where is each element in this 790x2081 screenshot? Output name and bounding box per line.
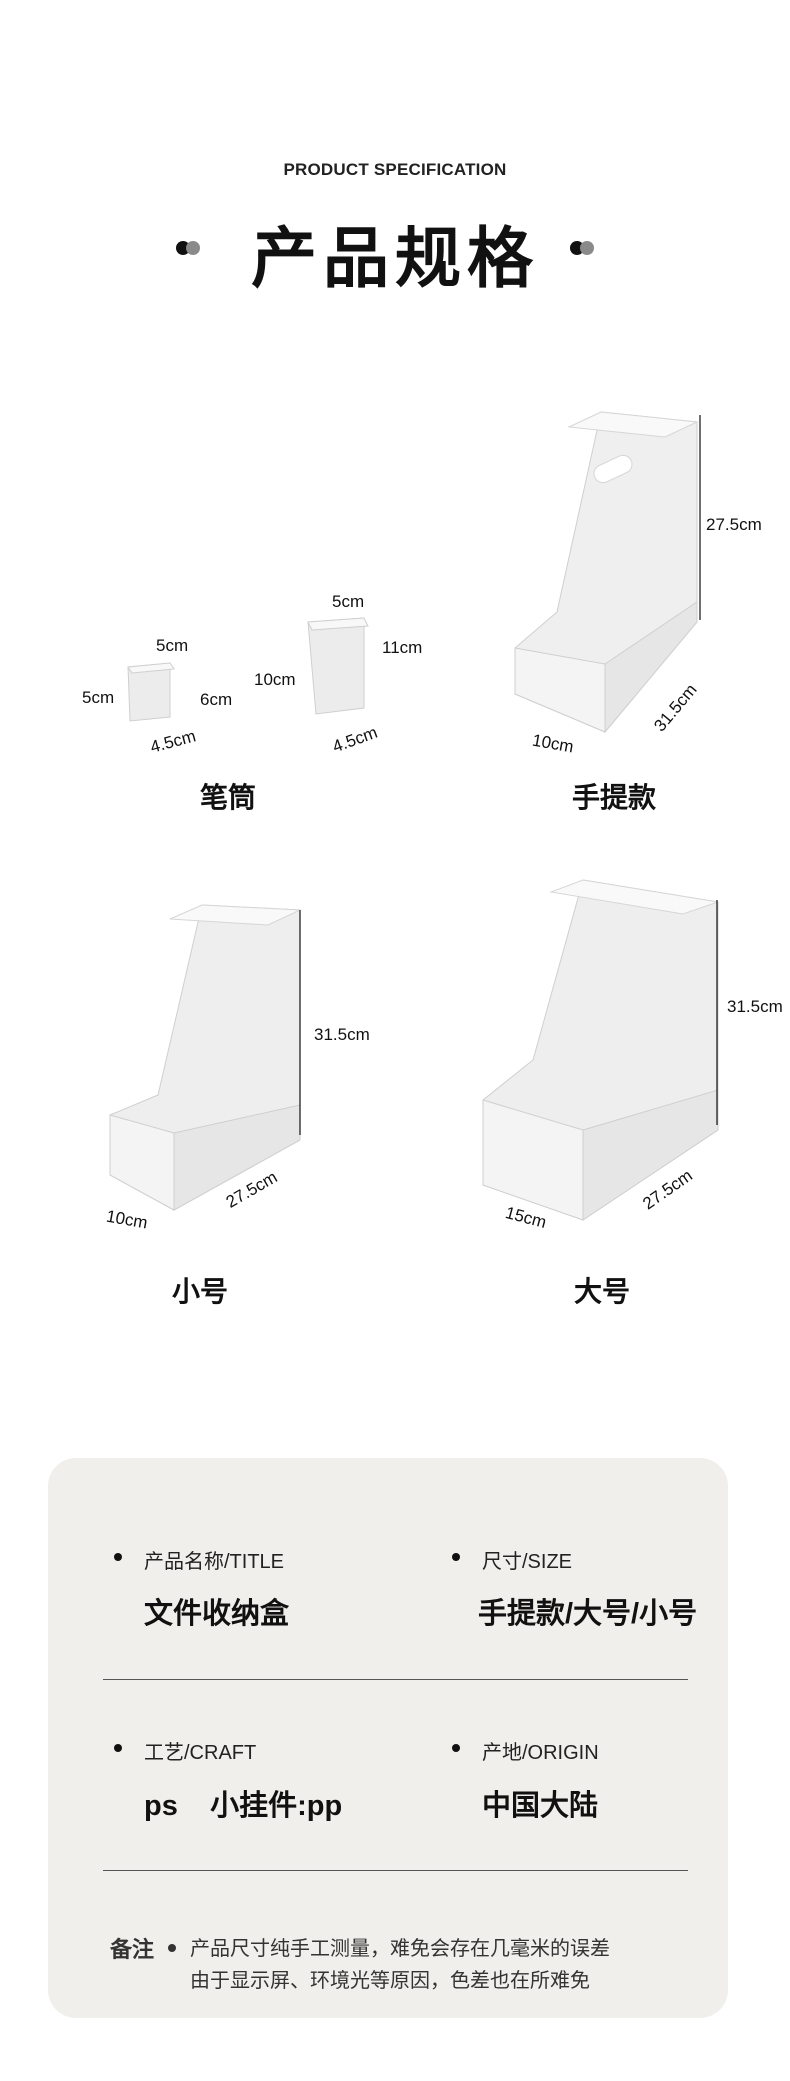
decorative-dots-left	[176, 238, 206, 258]
spec-title-value: 文件收纳盒	[144, 1598, 290, 1630]
pen-holder-tall-image	[307, 617, 369, 715]
handle-height-dim: 27.5cm	[706, 515, 762, 534]
note-line-1: 产品尺寸纯手工测量，难免会存在几毫米的误差	[190, 1938, 610, 1960]
small-height-dim: 31.5cm	[314, 1025, 370, 1044]
bullet-origin	[452, 1744, 460, 1752]
spec-origin-value: 中国大陆	[482, 1790, 599, 1822]
spec-origin-label: 产地/ORIGIN	[482, 1742, 599, 1764]
pen-holder-tall-left-dim: 10cm	[254, 670, 296, 689]
small-caption: 小号	[172, 1276, 229, 1307]
handle-model-image	[514, 411, 699, 734]
pen-holder-small-left-dim: 5cm	[82, 688, 115, 707]
pen-holder-small-right-dim: 6cm	[200, 690, 233, 709]
bullet-size	[452, 1553, 460, 1561]
note-bullet	[168, 1944, 176, 1952]
handle-caption: 手提款	[572, 782, 657, 813]
note-heading: 备注	[110, 1937, 155, 1962]
pen-holder-tall-right-dim: 11cm	[382, 638, 423, 657]
spec-panel	[48, 1458, 728, 2018]
pen-holder-tall-top-dim: 5cm	[332, 592, 365, 611]
divider	[103, 1679, 688, 1680]
spec-craft-label: 工艺/CRAFT	[144, 1742, 257, 1764]
spec-size-value: 手提款/大号/小号	[478, 1598, 698, 1630]
section-subtitle: PRODUCT SPECIFICATION	[283, 160, 507, 179]
spec-title-label: 产品名称/TITLE	[144, 1551, 285, 1573]
pen-holder-small-bottom-dim: 4.5cm	[148, 726, 198, 757]
spec-size-label: 尺寸/SIZE	[482, 1551, 573, 1573]
bullet-title	[114, 1553, 122, 1561]
decorative-dots-right	[570, 238, 600, 258]
note-line-2: 由于显示屏、环境光等原因，色差也在所难免	[190, 1970, 590, 1992]
pen-holder-small-image	[127, 662, 175, 722]
spec-craft-value: ps 小挂件:pp	[144, 1790, 343, 1822]
large-caption: 大号	[574, 1276, 631, 1307]
pen-holder-small-top-dim: 5cm	[156, 636, 189, 655]
divider	[103, 1870, 688, 1871]
pen-holder-caption: 笔筒	[200, 782, 257, 813]
handle-height-line	[699, 415, 701, 620]
small-width-dim: 10cm	[104, 1206, 149, 1233]
small-model-image	[109, 904, 301, 1211]
large-model-image	[482, 879, 719, 1221]
large-height-dim: 31.5cm	[727, 997, 783, 1016]
small-height-line	[299, 910, 301, 1135]
bullet-craft	[114, 1744, 122, 1752]
section-title: 产品规格	[251, 221, 539, 295]
pen-holder-tall-bottom-dim: 4.5cm	[329, 722, 380, 757]
large-height-line	[716, 900, 718, 1125]
